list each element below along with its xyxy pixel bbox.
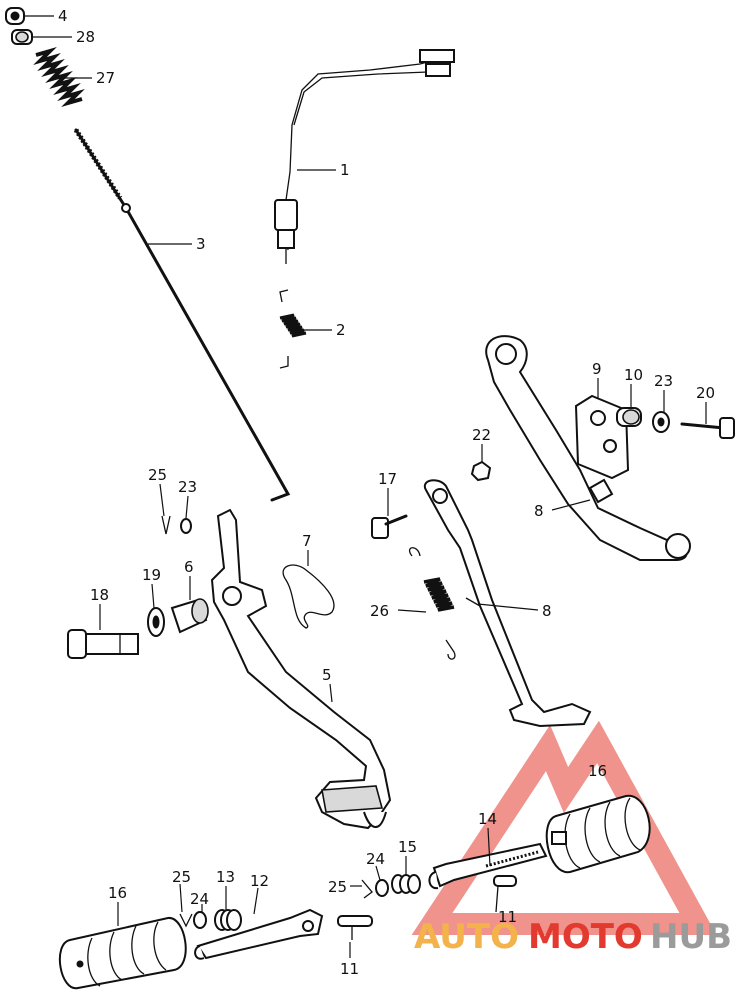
part-5-brake-pedal (210, 508, 392, 830)
callout-16-right: 16 (588, 762, 607, 780)
part-18-pivot-bolt (67, 629, 139, 659)
part-22-nut (470, 460, 492, 482)
callout-15: 15 (398, 838, 417, 856)
callout-28: 28 (76, 28, 95, 46)
callout-25-left: 25 (172, 868, 191, 886)
part-25-cotter-pin-left (179, 913, 193, 928)
callout-8-side-stand: 8 (534, 502, 544, 520)
part-12-footpeg-bar (194, 908, 324, 960)
part-20-bolt (680, 417, 735, 439)
callout-7: 7 (302, 532, 312, 550)
callout-8-main-stand: 8 (542, 602, 552, 620)
callout-4: 4 (58, 7, 68, 25)
callout-26: 26 (370, 602, 389, 620)
part-3-brake-rod (73, 128, 291, 502)
leader-lines (24, 15, 707, 958)
callout-labels: 4 28 27 3 1 2 9 10 23 20 22 8 17 25 23 7… (58, 7, 715, 978)
part-19-washer (147, 607, 165, 637)
part-2-spring (279, 289, 307, 369)
callout-9: 9 (592, 360, 602, 378)
part-23-washer-upper (652, 411, 670, 433)
callout-24-right: 24 (366, 850, 385, 868)
callout-22: 22 (472, 426, 491, 444)
part-8-side-stand (485, 335, 691, 561)
callout-1: 1 (340, 161, 350, 179)
part-25-cotter-pin (161, 515, 171, 535)
callout-27: 27 (96, 69, 115, 87)
part-23-washer-left (180, 518, 192, 534)
part-8-main-stand (423, 479, 592, 728)
part-15-spring (391, 874, 421, 894)
watermark-moto: MOTO (528, 917, 643, 957)
part-4-cap-nut (5, 7, 25, 25)
callout-25-upper: 25 (148, 466, 167, 484)
callout-10: 10 (624, 366, 643, 384)
part-16-rubber-left (58, 916, 187, 990)
callout-5: 5 (322, 666, 332, 684)
callout-16-left: 16 (108, 884, 127, 902)
callout-3: 3 (196, 235, 206, 253)
part-27-spring (33, 46, 85, 108)
callout-13: 13 (216, 868, 235, 886)
callout-12: 12 (250, 872, 269, 890)
part-17-bolt (371, 514, 408, 539)
part-6-collar (170, 598, 209, 634)
part-13-spring (214, 909, 242, 931)
callout-17: 17 (378, 470, 397, 488)
part-11-pin-right (493, 875, 517, 913)
part-25-cotter-pin-right (361, 879, 373, 899)
callout-23-left: 23 (178, 478, 197, 496)
callout-23: 23 (654, 372, 673, 390)
callout-2: 2 (336, 321, 346, 339)
part-9-bracket (574, 394, 630, 480)
callout-11-left: 11 (340, 960, 359, 978)
part-26-spring (408, 547, 456, 660)
callout-24-left: 24 (190, 890, 209, 908)
callout-18: 18 (90, 586, 109, 604)
callout-6: 6 (184, 558, 194, 576)
part-7-return-spring (282, 564, 335, 629)
watermark-hub: HUB (650, 917, 732, 957)
part-10-collar (616, 407, 642, 427)
callout-14: 14 (478, 810, 497, 828)
callout-20: 20 (696, 384, 715, 402)
callout-11-right: 11 (498, 908, 517, 926)
watermark-auto: AUTO (414, 917, 519, 957)
part-28-collar (11, 29, 33, 45)
part-11-pin-left (337, 915, 373, 940)
part-1-stop-switch (274, 49, 455, 264)
callout-25-right: 25 (328, 878, 347, 896)
watermark-wordmark: AUTO MOTO HUB (414, 917, 732, 957)
part-24-washer-right (375, 879, 389, 897)
callout-19: 19 (142, 566, 161, 584)
part-16-rubber-right (545, 794, 651, 874)
part-24-washer-left (193, 911, 207, 929)
